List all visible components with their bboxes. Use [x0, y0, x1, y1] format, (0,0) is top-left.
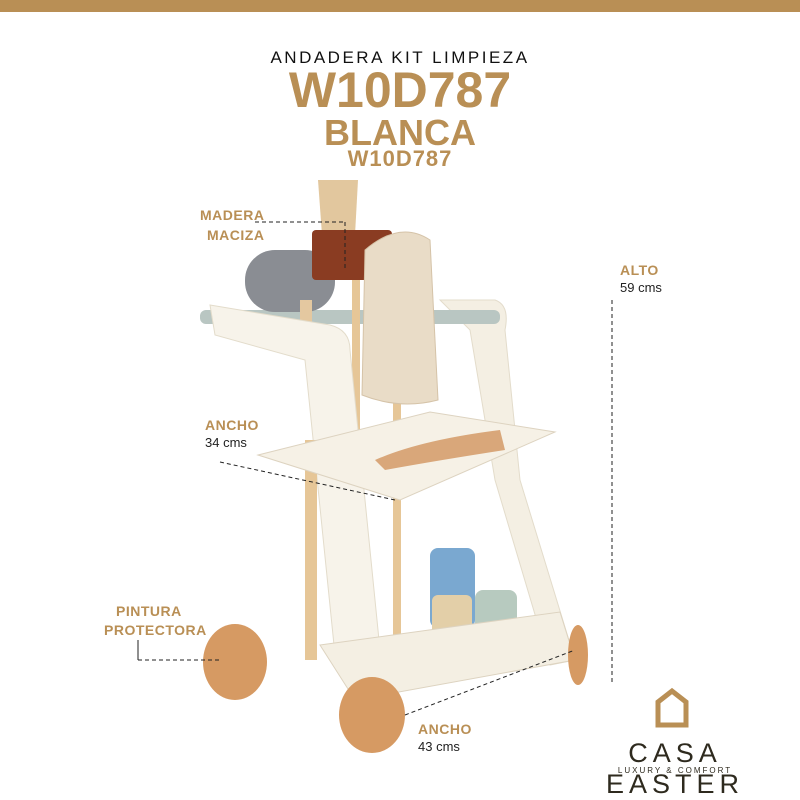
finish-label-line1: PINTURA [116, 603, 182, 619]
height-label: ALTO [620, 262, 659, 278]
top-accent-bar [0, 0, 800, 12]
house-icon [655, 687, 689, 728]
width-label: ANCHO [418, 721, 472, 737]
material-label-line1: MADERA [200, 207, 265, 223]
depth-value: 34 cms [205, 435, 247, 450]
finish-label-line2: PROTECTORA [104, 622, 207, 638]
brand-tagline: LUXURY & COMFORT [617, 766, 733, 775]
depth-label: ANCHO [205, 417, 259, 433]
product-model: W10D787 [288, 62, 512, 118]
width-value: 43 cms [418, 739, 460, 754]
product-color: BLANCA [324, 112, 476, 153]
product-subtitle: ANDADERA KIT LIMPIEZA [270, 48, 530, 67]
height-value: 59 cms [620, 280, 662, 295]
brand-name: CASA EASTER [605, 738, 745, 799]
product-model-repeat: W10D787 [347, 146, 453, 171]
material-label-line2: MACIZA [207, 227, 265, 243]
